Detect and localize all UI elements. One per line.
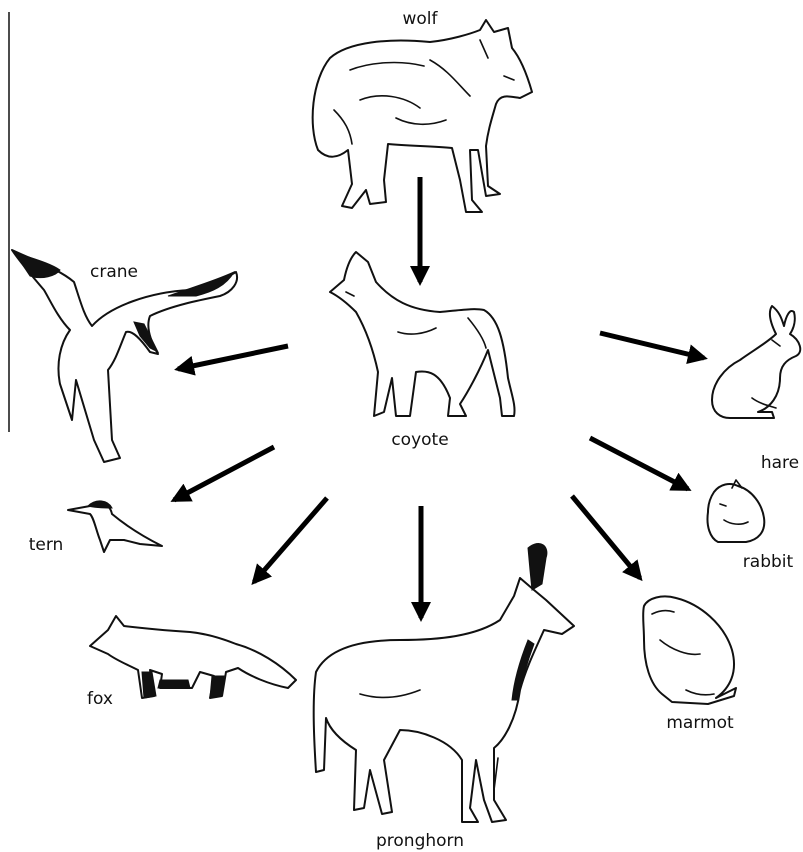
arrow-coyote-to-tern xyxy=(174,447,274,500)
tern-illustration xyxy=(68,501,162,552)
hare-illustration xyxy=(712,306,800,418)
label-marmot: marmot xyxy=(666,713,734,733)
arrow-coyote-to-crane xyxy=(178,346,288,369)
arrow-coyote-to-rabbit xyxy=(590,438,688,489)
label-tern: tern xyxy=(29,535,64,555)
marmot-illustration xyxy=(643,596,736,704)
arrow-coyote-to-hare xyxy=(600,333,704,358)
label-pronghorn: pronghorn xyxy=(376,831,464,851)
arrow-coyote-to-fox xyxy=(254,498,327,582)
label-wolf: wolf xyxy=(402,9,438,29)
arrows xyxy=(174,177,704,618)
label-coyote: coyote xyxy=(391,430,448,450)
label-fox: fox xyxy=(87,689,113,709)
label-hare: hare xyxy=(761,453,799,473)
arrow-coyote-to-marmot xyxy=(572,496,640,578)
label-rabbit: rabbit xyxy=(743,552,794,572)
rabbit-illustration xyxy=(707,480,764,542)
pronghorn-illustration xyxy=(314,543,574,822)
label-crane: crane xyxy=(90,262,138,282)
fox-illustration xyxy=(90,616,296,698)
